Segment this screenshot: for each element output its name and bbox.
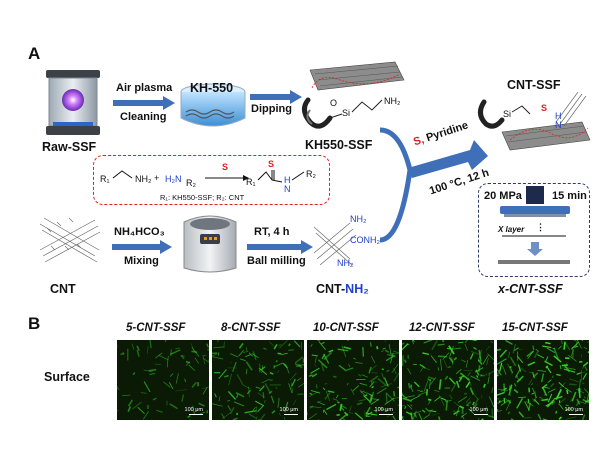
cnt-nh2-top: NH₂ <box>350 214 367 224</box>
step-dipping: Dipping <box>251 103 292 115</box>
kh550-dish-illustration <box>180 83 246 127</box>
arrow-convergence <box>380 127 488 243</box>
arrow-plasma-to-kh550 <box>113 96 175 110</box>
step-rt: RT, 4 h <box>254 226 290 238</box>
cnt-nh2-label: CNT-NH₂ <box>316 282 369 296</box>
step-air-plasma: Air plasma <box>116 82 173 94</box>
reaction-scheme-box <box>93 155 330 205</box>
x-cnt-ssf-label: x-CNT-SSF <box>498 282 563 296</box>
arrow-mixing <box>112 240 172 254</box>
step-cleaning: Cleaning <box>120 111 167 123</box>
reaction-product-h: H <box>284 175 291 185</box>
plasma-chamber-illustration <box>46 70 100 135</box>
cnt-nh2-bottom: NH₂ <box>337 258 354 268</box>
scale-bar-4: 100 μm <box>470 407 488 415</box>
scale-bar-2: 100 μm <box>280 407 298 415</box>
arrow-ball-milling <box>247 240 313 254</box>
scale-text-4: 100 μm <box>469 407 488 413</box>
ball-mill-illustration <box>183 215 237 273</box>
cnt-nh2-prefix: CNT- <box>316 282 346 296</box>
cnt-nh2-illustration <box>313 222 357 266</box>
reaction-arrow <box>205 175 249 181</box>
kh550-label: KH-550 <box>190 81 234 95</box>
press-pressure: 20 MPa <box>484 190 522 202</box>
image-title-2: 8-CNT-SSF <box>221 322 281 334</box>
fluorescence-image-4: 100 μm <box>402 340 494 420</box>
fluorescence-texture-1 <box>117 340 209 420</box>
surface-row-label: Surface <box>44 370 90 384</box>
reaction-r2: R₂ <box>186 178 196 188</box>
fluorescence-texture-4 <box>402 340 494 420</box>
reaction-plus: + <box>154 173 160 183</box>
cnt-label: CNT <box>50 282 76 296</box>
scale-bar-5: 100 μm <box>565 407 583 415</box>
reaction-r1-bond <box>112 170 133 179</box>
reaction-r1: R₁ <box>100 174 110 184</box>
fluorescence-texture-5 <box>497 340 589 420</box>
panel-a-letter: A <box>28 44 41 63</box>
fluorescence-image-2: 100 μm <box>212 340 304 420</box>
step-nh4hco3: NH₄HCO₃ <box>114 226 165 238</box>
raw-ssf-label: Raw-SSF <box>42 140 97 154</box>
hot-press-box <box>478 183 590 277</box>
kh550-si-label: Si <box>342 108 351 118</box>
image-title-3: 10-CNT-SSF <box>313 322 379 334</box>
reaction-legend: R₁: KH550-SSF; R₂: CNT <box>160 193 245 202</box>
fluorescence-texture-3 <box>307 340 399 420</box>
fluorescence-image-1: 100 μm <box>117 340 209 420</box>
press-time: 15 min <box>552 190 587 202</box>
reaction-product-r1: R₁ <box>246 177 256 187</box>
fluorescence-image-5: 100 μm <box>497 340 589 420</box>
scale-text-3: 100 μm <box>374 407 393 413</box>
reaction-product-n: N <box>284 184 291 194</box>
kh550-ssf-illustration <box>302 61 405 129</box>
cnt-nh2-suffix: NH₂ <box>345 282 369 296</box>
hot-press-illustration <box>498 186 570 264</box>
cnt-conh2: CONH₂ <box>350 235 380 245</box>
kh550-o-label: O <box>330 98 338 108</box>
reaction-h2n: H₂N <box>165 174 182 184</box>
cnt-ssf-h: H <box>555 111 562 121</box>
scale-bar-1: 100 μm <box>185 407 203 415</box>
kh550-nh2-label: NH₂ <box>384 96 401 106</box>
scale-text-5: 100 μm <box>564 407 583 413</box>
cnt-ssf-illustration <box>478 92 591 151</box>
step-ball-milling: Ball milling <box>247 255 306 267</box>
cnt-illustration <box>39 217 101 263</box>
image-title-4: 12-CNT-SSF <box>409 322 475 334</box>
cnt-ssf-n: N <box>555 120 562 130</box>
scale-text-2: 100 μm <box>279 407 298 413</box>
reaction-s-reagent: S <box>222 162 229 172</box>
kh550-ssf-label: KH550-SSF <box>305 138 373 152</box>
reaction-nh2: NH₂ <box>135 174 152 184</box>
reaction-s-product: S <box>268 159 275 169</box>
image-title-1: 5-CNT-SSF <box>126 322 186 334</box>
cnt-ssf-label: CNT-SSF <box>507 78 561 92</box>
scale-bar-3: 100 μm <box>375 407 393 415</box>
x-layer-label: X layer <box>498 225 525 234</box>
scale-text-1: 100 μm <box>184 407 203 413</box>
x-layer-dots: ⋮ <box>536 222 545 232</box>
panel-b-letter: B <box>28 314 41 333</box>
fluorescence-texture-2 <box>212 340 304 420</box>
cnt-ssf-si: Si <box>503 109 512 119</box>
step-mixing: Mixing <box>124 255 159 267</box>
fluorescence-image-3: 100 μm <box>307 340 399 420</box>
cnt-ssf-s: S <box>541 103 548 113</box>
reaction-product-r2: R₂ <box>306 169 316 179</box>
reaction-product-bonds <box>257 170 305 183</box>
image-title-5: 15-CNT-SSF <box>502 322 568 334</box>
arrow-dipping <box>250 90 302 104</box>
